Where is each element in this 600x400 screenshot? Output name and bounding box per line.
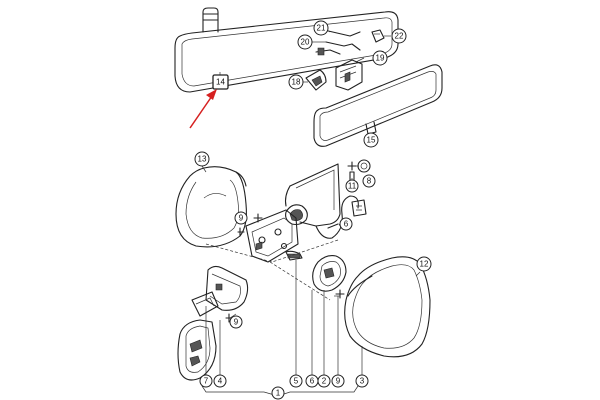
callout-9-lower: 9 xyxy=(331,374,345,388)
housing-lower-trim xyxy=(177,319,217,381)
callout-11-label: 11 xyxy=(348,182,357,191)
adjustment-motor xyxy=(312,255,347,299)
callout-15-label: 15 xyxy=(367,136,376,145)
callout-4-label: 4 xyxy=(218,377,223,386)
callout-13: 13 xyxy=(194,151,210,167)
mirror-adjuster-bracket xyxy=(237,209,303,263)
callout-5: 5 xyxy=(289,374,303,388)
callout-15: 15 xyxy=(363,132,379,148)
callout-7: 7 xyxy=(199,374,213,388)
callout-18: 18 xyxy=(288,74,304,90)
callout-8-label: 8 xyxy=(367,177,372,186)
callout-3-label: 3 xyxy=(360,377,365,386)
leader-lines xyxy=(201,29,421,397)
callout-18-label: 18 xyxy=(292,78,301,87)
callout-14-label: 14 xyxy=(216,78,225,87)
callout-6-lower-label: 6 xyxy=(310,377,315,386)
callout-22: 22 xyxy=(391,28,407,44)
callout-2: 2 xyxy=(317,374,331,388)
callout-12: 12 xyxy=(416,256,432,272)
callout-7-label: 7 xyxy=(204,377,209,386)
callout-11: 11 xyxy=(345,179,359,193)
mirror-housing-cap xyxy=(175,166,247,248)
callout-13-label: 13 xyxy=(198,155,207,164)
callout-21: 21 xyxy=(313,20,329,36)
callout-20-label: 20 xyxy=(301,38,310,47)
callout-12-label: 12 xyxy=(420,260,429,269)
callout-9-middle: 9 xyxy=(229,315,243,329)
callout-20: 20 xyxy=(297,34,313,50)
callout-19-label: 19 xyxy=(376,54,385,63)
wiring-harness xyxy=(315,195,367,239)
callout-9-upper-label: 9 xyxy=(239,214,244,223)
callout-9-lower-label: 9 xyxy=(336,377,341,386)
interior-mirror-right xyxy=(313,64,443,147)
callout-3: 3 xyxy=(355,374,369,388)
callout-22-label: 22 xyxy=(395,32,404,41)
callout-2-label: 2 xyxy=(322,377,327,386)
callout-21-label: 21 xyxy=(317,24,326,33)
callout-6-upper: 6 xyxy=(339,217,353,231)
callout-8: 8 xyxy=(362,174,376,188)
callout-14: 14 xyxy=(212,74,229,90)
callout-6-upper-label: 6 xyxy=(344,220,349,229)
callout-5-label: 5 xyxy=(294,377,299,386)
highlight-arrow xyxy=(189,89,217,129)
callout-4: 4 xyxy=(213,374,227,388)
interior-mirror-left xyxy=(174,7,399,93)
mirror-mount-parts xyxy=(305,29,385,91)
callout-9-upper: 9 xyxy=(234,211,248,225)
callout-6-lower: 6 xyxy=(305,374,319,388)
screws xyxy=(225,213,263,323)
callout-1-label: 1 xyxy=(276,389,281,398)
callout-19: 19 xyxy=(372,50,388,66)
callout-9-middle-label: 9 xyxy=(234,318,239,327)
callout-1: 1 xyxy=(271,386,285,400)
mirror-glass xyxy=(344,256,431,358)
housing-lower-shell xyxy=(191,265,249,317)
